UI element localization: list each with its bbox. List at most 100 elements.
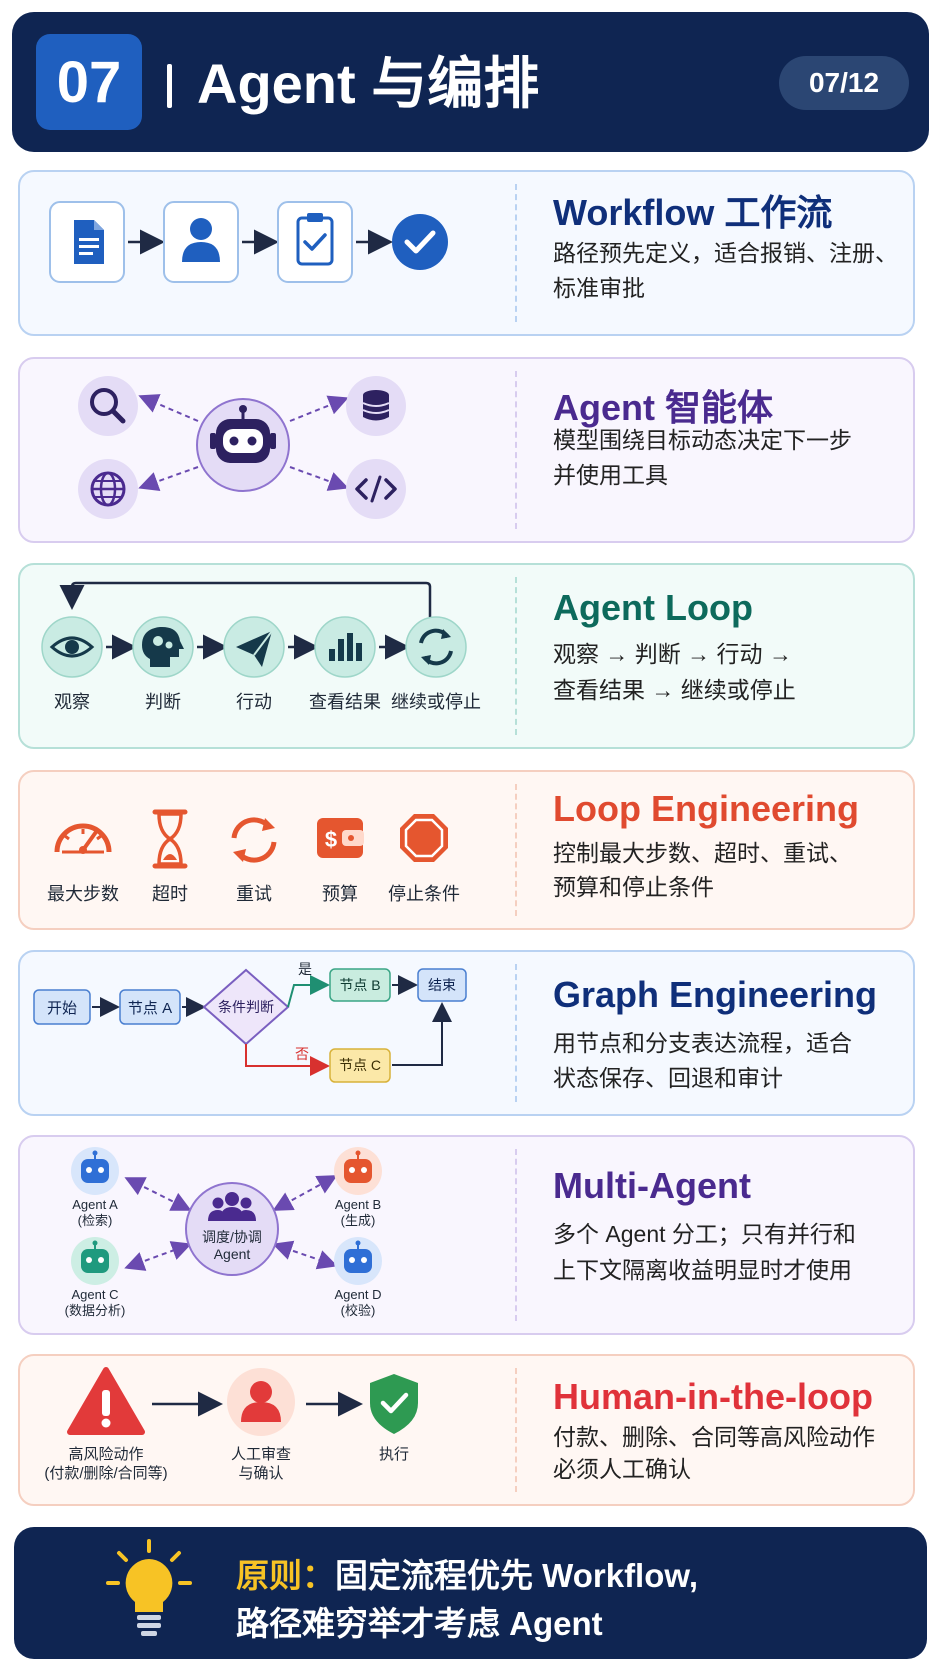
card-title: Agent 智能体 [553,387,773,428]
card-desc-line: 用节点和分支表达流程，适合 [553,1030,852,1056]
step-label: 查看结果 [309,692,381,712]
loop-back-arrow [59,581,432,617]
refresh-icon [405,616,467,678]
card-title: Multi-Agent [553,1165,751,1206]
search-icon [78,376,138,436]
dashed-arrow [138,394,199,422]
coordinator-label: Agent [214,1246,251,1262]
step-label: 执行 [379,1446,409,1463]
document-icon [49,201,125,283]
agent-c-robot-icon [71,1237,119,1285]
card-desc-line: 标准审批 [553,275,645,301]
yes-branch-arrow [287,975,330,1008]
control-label: 停止条件 [388,884,460,904]
warning-icon [67,1367,145,1435]
decision-node-label: 条件判断 [218,999,274,1015]
end-node-label: 结束 [428,977,456,993]
hourglass-icon [152,809,188,869]
coordinator-label: 调度/协调 [202,1229,262,1245]
stop-sign-icon [400,814,448,862]
dashed-link [272,1240,338,1270]
wallet-icon: $ [317,818,364,858]
card-desc-line: 多个 Agent 分工；只有并行和 [553,1221,856,1247]
card-workflow: Workflow 工作流 路径预先定义，适合报销、注册、 标准审批 [18,170,915,336]
card-divider [515,784,517,916]
dashed-arrow [289,395,349,422]
paper-plane-icon [223,616,285,678]
brain-gear-icon [132,616,194,678]
agent-role: (生成) [341,1213,376,1228]
agent-name: Agent D [335,1287,382,1302]
card-loop-engineering: $ 最大步数 超时 重试 预算 停止条件 Loop Engineering 控制… [18,770,915,930]
node-c [329,1048,391,1083]
agent-role: (数据分析) [65,1303,126,1318]
control-label: 超时 [152,884,188,904]
page-title: Agent 与编排 [197,52,540,115]
step-label: 高风险动作 [68,1446,143,1463]
card-desc-line: 查看结果 → 继续或停止 [553,677,796,703]
globe-icon [78,459,138,519]
card-agent: Agent 智能体 模型围绕目标动态决定下一步 并使用工具 [18,357,915,543]
dashed-link [124,1241,192,1271]
card-divider [515,371,517,529]
control-label: 预算 [322,884,358,904]
card-desc-line: 付款、删除、合同等高风险动作 [553,1424,875,1450]
control-label: 最大步数 [47,884,119,904]
step-label: 与确认 [238,1465,283,1482]
agent-name: Agent A [72,1197,118,1212]
robot-icon [196,398,290,492]
node-b-label: 节点 B [339,977,380,993]
coordinator-icon [185,1182,279,1276]
svg-text:$: $ [325,827,337,852]
agent-name: Agent C [72,1287,119,1302]
start-node-label: 开始 [47,1000,77,1017]
no-branch-arrow [245,1044,330,1076]
gauge-icon [54,823,112,854]
agent-role: (校验) [341,1303,376,1318]
retry-icon [231,817,277,863]
card-desc-line: 上下文隔离收益明显时才使用 [553,1257,852,1283]
step-label: (付款/删除/合同等) [44,1464,167,1482]
check-circle-icon [392,214,448,270]
card-multi-agent: 调度/协调 Agent Agent A (检索) Agent B (生成) [18,1135,915,1335]
end-node [417,968,467,1002]
database-icon [346,376,406,436]
card-title: Workflow 工作流 [553,192,833,233]
dashed-arrow [289,466,349,491]
card-title: Graph Engineering [553,974,878,1015]
shield-check-icon [370,1374,418,1434]
node-b [329,968,391,1002]
merge-arrow [392,1002,452,1066]
no-label: 否 [295,1046,309,1062]
yes-label: 是 [298,961,312,977]
card-human-in-the-loop: 高风险动作 (付款/删除/合同等) 人工审查 与确认 执行 Human-in-t… [18,1354,915,1506]
principle-key: 原则： [236,1557,335,1594]
card-desc-line: 控制最大步数、超时、重试、 [553,840,852,866]
user-icon [163,201,239,283]
node-a-label: 节点 A [128,1000,172,1017]
code-icon [346,459,406,519]
card-title: Human-in-the-loop [553,1376,873,1417]
card-desc-line: 预算和停止条件 [553,874,714,900]
card-title: Agent Loop [553,587,753,628]
agent-role: (检索) [78,1213,113,1228]
step-label: 人工审查 [231,1446,291,1463]
card-desc-line: 并使用工具 [553,462,668,488]
card-desc-line: 观察 → 判断 → 行动 → [553,641,792,667]
card-divider [515,1149,517,1321]
card-divider [515,964,517,1102]
card-title: Loop Engineering [553,788,859,829]
title-divider [167,64,172,108]
agent-name: Agent B [335,1197,381,1212]
card-desc-line: 必须人工确认 [553,1456,691,1482]
reviewer-icon [227,1368,295,1436]
card-desc-line: 状态保存、回退和审计 [553,1065,783,1091]
principle-text: 固定流程优先 Workflow, [335,1557,698,1594]
step-label: 观察 [54,692,90,712]
principle-banner: 原则：固定流程优先 Workflow, 路径难穷举才考虑 Agent [14,1527,927,1659]
header-banner: 07 Agent 与编排 07/12 [12,12,929,152]
bar-chart-icon [314,616,376,678]
agent-b-robot-icon [334,1147,382,1195]
card-divider [515,577,517,735]
card-desc-line: 路径预先定义，适合报销、注册、 [553,240,898,266]
